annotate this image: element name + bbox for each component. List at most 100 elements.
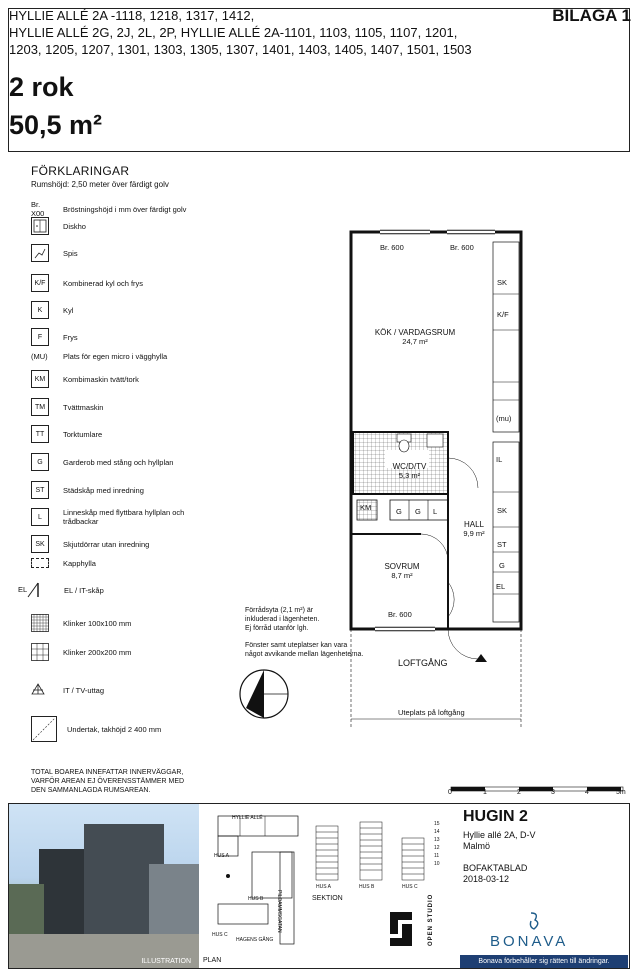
bottom-frame <box>8 803 630 969</box>
fixture-sk-2: SK <box>497 506 508 515</box>
sec-hus-c: HUS C <box>402 884 418 890</box>
site-plan <box>217 815 299 945</box>
legend-text: Plats för egen micro i vägghylla <box>63 352 168 361</box>
legend-item-klinker200: Klinker 200x200 mm <box>31 643 131 661</box>
stove-icon <box>31 244 49 262</box>
tile-100-icon <box>31 614 49 632</box>
fixture-il: IL <box>496 455 503 464</box>
it-tv-outlet-icon <box>31 683 51 697</box>
legend-item-undertak: Undertak, takhöjd 2 400 mm <box>31 716 161 742</box>
fixture-g-2: G <box>415 507 421 516</box>
disclaimer: Bonava förbehåller sig rätten till ändri… <box>460 955 628 968</box>
legend-code: SK <box>31 535 49 553</box>
legend-text: Linneskåp med flyttbara hyllplan och trå… <box>63 508 185 526</box>
address-text: HYLLIE ALLÉ 2A -1118, 1218, 1317, 1412, … <box>9 8 472 57</box>
el-it-icon: EL <box>18 582 48 598</box>
legend-text: Skjutdörrar utan inredning <box>63 539 150 549</box>
legend-item-sk: SK Skjutdörrar utan inredning <box>31 535 149 553</box>
apartment-area: 50,5 m² <box>9 110 103 140</box>
legend-code: K/F <box>31 274 49 292</box>
legend-title: FÖRKLARINGAR <box>31 164 130 178</box>
lowered-ceiling-icon <box>31 716 57 742</box>
bonava-mark-icon <box>529 912 539 930</box>
fixture-st: ST <box>497 540 507 549</box>
legend-code: L <box>31 508 49 526</box>
scale-0: 0 <box>448 789 452 796</box>
building-illustration: ILLUSTRATION <box>9 804 199 968</box>
legend-text: Tvättmaskin <box>63 402 104 412</box>
plan-label: PLAN <box>203 957 222 964</box>
illustration-label: ILLUSTRATION <box>141 958 191 965</box>
floor-14: 14 <box>434 829 440 835</box>
scale-2: 2 <box>517 789 521 796</box>
site-hus-c: HUS C <box>212 932 228 938</box>
total-area-note: TOTAL BOAREA INNEFATTAR INNERVÄGGAR, VAR… <box>31 769 185 794</box>
street-hagens: HAGENS GÅNG <box>236 937 274 943</box>
legend-item-tt: TT Torktumlare <box>31 425 102 443</box>
legend-code: KM <box>31 370 49 388</box>
floor-15: 15 <box>434 821 440 827</box>
tile-200-icon <box>31 643 49 661</box>
legend-text: Kombimaskin tvätt/tork <box>63 374 139 384</box>
legend-text: Spis <box>63 248 78 258</box>
legend-item-diskho: Diskho <box>31 217 86 235</box>
legend-item-kapphylla: Kapphylla <box>31 558 96 568</box>
fixture-sk-1: SK <box>497 278 508 287</box>
scale-1: 1 <box>483 789 487 796</box>
window-height-1: Br. 600 <box>380 243 404 252</box>
fixture-g: G <box>499 561 505 570</box>
legend-code: (MU) <box>31 352 48 361</box>
scale-bar <box>450 786 624 792</box>
site-hus-a: HUS A <box>214 853 230 859</box>
fixture-el: EL <box>496 582 506 591</box>
legend-text: Kyl <box>63 305 74 315</box>
fixture-kf: K/F <box>497 310 509 319</box>
legend-code: G <box>31 453 49 471</box>
legend-text: Torktumlare <box>63 429 103 439</box>
legend-text: Kombinerad kyl och frys <box>63 278 144 288</box>
legend-text: Klinker 100x100 mm <box>63 618 132 628</box>
legend-item-ittv: IT / TV-uttag <box>31 683 104 697</box>
open-studio-logo <box>390 912 412 946</box>
bilaga-label: BILAGA 1 <box>552 6 631 25</box>
legend-code: F <box>31 328 49 346</box>
legend-text: IT / TV-uttag <box>63 685 104 695</box>
legend-subtitle: Rumshöjd: 2,50 meter över färdigt golv <box>31 180 169 189</box>
section-label: SEKTION <box>312 895 343 902</box>
fixture-g-1: G <box>396 507 402 516</box>
legend-text: Bröstningshöjd i mm över färdigt golv <box>63 204 187 214</box>
legend-item-el: EL EL / IT-skåp <box>18 582 104 598</box>
scale-3: 3 <box>551 789 555 796</box>
legend-text: Kapphylla <box>63 558 96 568</box>
legend-item-km: KM Kombimaskin tvätt/tork <box>31 370 139 388</box>
window-height-2: Br. 600 <box>450 243 474 252</box>
project-title: HUGIN 2 <box>463 808 528 825</box>
window-note: Fönster samt uteplatser kan vara något a… <box>245 642 364 658</box>
legend-text: EL / IT-skåp <box>64 585 104 595</box>
floor-13: 13 <box>434 837 440 843</box>
legend-item-mu: (MU) Plats för egen micro i vägghylla <box>31 352 167 361</box>
legend-text: Undertak, takhöjd 2 400 mm <box>67 724 162 734</box>
project-info: Hyllie allé 2A, D-V Malmö BOFAKTABLAD 20… <box>463 830 536 884</box>
legend-text: Klinker 200x200 mm <box>63 647 132 657</box>
scale-4: 4 <box>585 789 589 796</box>
loftgang-label: LOFTGÅNG <box>398 658 448 668</box>
legend-item-klinker100: Klinker 100x100 mm <box>31 614 131 632</box>
uteplats-label: Uteplats på loftgång <box>398 708 465 717</box>
window-height-3: Br. 600 <box>388 610 412 619</box>
legend-code: TT <box>31 425 49 443</box>
floor-11: 11 <box>434 853 440 859</box>
scale-5: 5m <box>616 789 626 796</box>
street-hyllie: HYLLIE ALLÉ <box>232 815 263 821</box>
fixture-mu: (mu) <box>496 414 512 423</box>
bonava-brand: BONAVA <box>490 933 569 950</box>
street-pildamm: PILDAMMSGATAN <box>276 890 282 933</box>
